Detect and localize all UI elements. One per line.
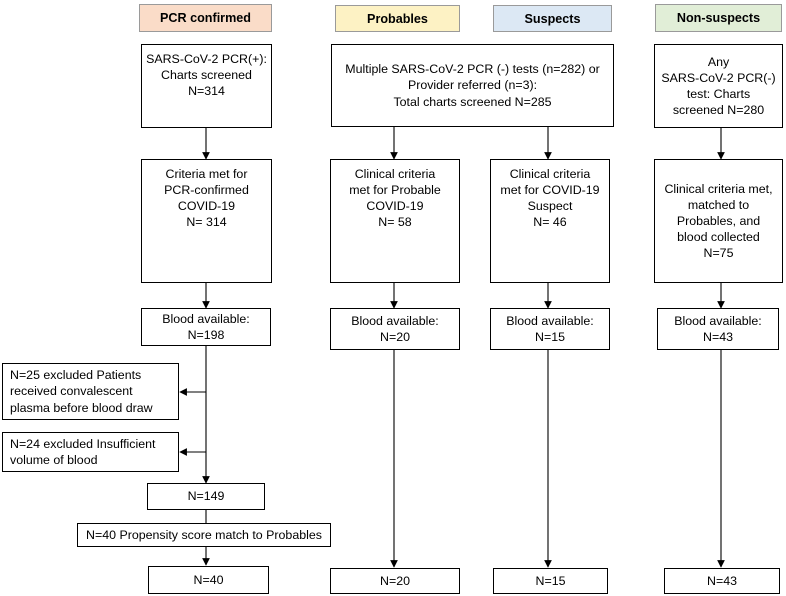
nonsuspects-final-text: N=43 [707,573,737,588]
pcr-excluded-volume-text: N=24 excluded Insufficient volume of blo… [10,436,156,467]
header-pcr-label: PCR confirmed [160,11,251,25]
pcr-final-text: N=40 [193,572,224,587]
header-probables-label: Probables [367,11,428,26]
probables-final-box: N=20 [330,568,460,594]
probables-blood-text: Blood available: N=20 [351,313,439,344]
probables-criteria-box: Clinical criteria met for Probable COVID… [330,159,460,283]
suspects-blood-text: Blood available: N=15 [506,313,594,344]
header-suspects: Suspects [493,5,612,32]
nonsuspects-blood-text: Blood available: N=43 [674,313,762,344]
pcr-criteria-box: Criteria met for PCR-confirmed COVID-19 … [141,159,272,283]
pcr-blood-box: Blood available: N=198 [141,308,271,346]
pcr-excluded-plasma-box: N=25 excluded Patients received convales… [2,363,179,420]
nonsuspects-final-box: N=43 [664,568,780,594]
suspects-criteria-box: Clinical criteria met for COVID-19 Suspe… [490,159,610,283]
header-suspects-label: Suspects [524,11,581,26]
suspects-final-box: N=15 [493,568,608,594]
pcr-excluded-volume-box: N=24 excluded Insufficient volume of blo… [2,432,179,472]
pcr-n149-text: N=149 [187,489,225,504]
pcr-propensity-text: N=40 Propensity score match to Probables [86,527,322,542]
suspects-blood-box: Blood available: N=15 [490,308,610,350]
probables-blood-box: Blood available: N=20 [330,308,460,350]
suspects-final-text: N=15 [535,573,566,588]
nonsuspects-screened-text: Any SARS-CoV-2 PCR(-) test: Charts scree… [661,54,776,118]
pcr-blood-text: Blood available: N=198 [162,311,250,342]
pcr-n149-box: N=149 [147,483,265,510]
shared-screen-text: Multiple SARS-CoV-2 PCR (-) tests (n=282… [345,62,600,109]
nonsuspects-blood-box: Blood available: N=43 [657,308,779,350]
nonsuspects-criteria-box: Clinical criteria met, matched to Probab… [654,159,783,283]
nonsuspects-criteria-text: Clinical criteria met, matched to Probab… [664,181,773,261]
pcr-final-box: N=40 [148,566,269,594]
pcr-excluded-plasma-text: N=25 excluded Patients received convales… [10,368,153,415]
header-non-suspects-label: Non-suspects [676,11,761,25]
probables-criteria-text: Clinical criteria met for Probable COVID… [349,167,441,230]
suspects-criteria-text: Clinical criteria met for COVID-19 Suspe… [500,167,600,230]
header-pcr-confirmed: PCR confirmed [139,4,272,32]
pcr-propensity-box: N=40 Propensity score match to Probables [77,523,331,547]
pcr-screened-text: SARS-CoV-2 PCR(+): Charts screened N=314 [146,52,267,99]
pcr-criteria-text: Criteria met for PCR-confirmed COVID-19 … [164,167,249,230]
probables-final-text: N=20 [380,573,410,588]
header-probables: Probables [335,5,460,32]
header-non-suspects: Non-suspects [655,4,782,32]
shared-screen-box: Multiple SARS-CoV-2 PCR (-) tests (n=282… [331,44,614,127]
nonsuspects-screened-box: Any SARS-CoV-2 PCR(-) test: Charts scree… [654,44,783,128]
pcr-screened-box: SARS-CoV-2 PCR(+): Charts screened N=314 [141,44,272,128]
